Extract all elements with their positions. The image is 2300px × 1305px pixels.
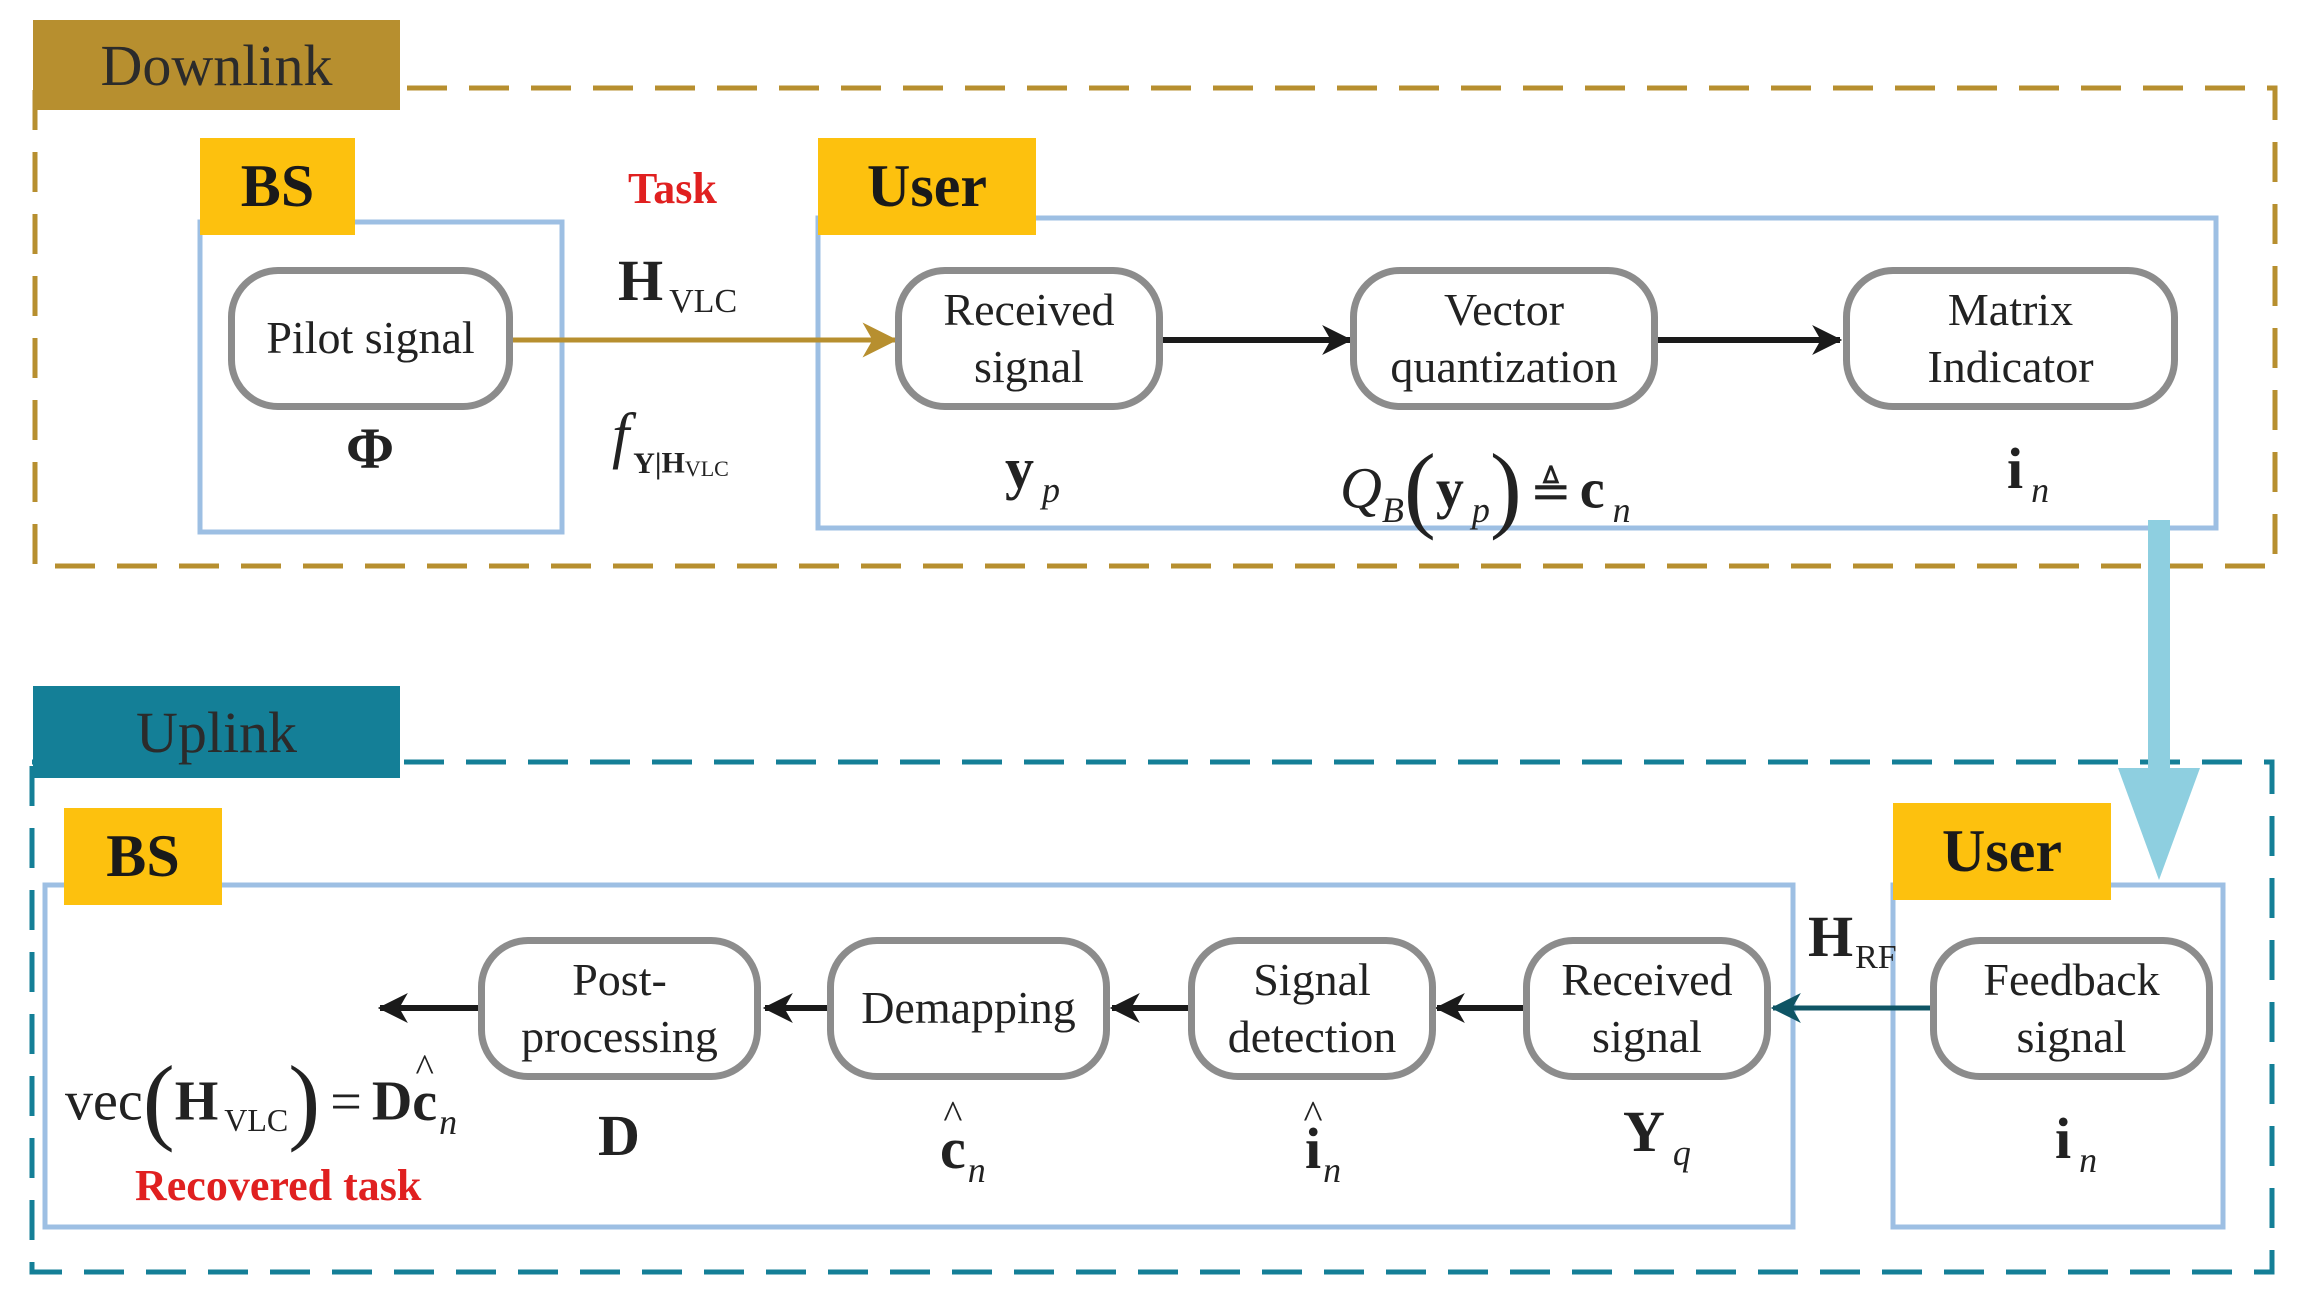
post-processing-symbol: D [598,1107,640,1165]
uplink-channel-H: H [1808,904,1854,969]
recovered-task-label: Recovered task [135,1160,421,1211]
downlink-user-box [815,215,2219,531]
downlink-label-text: Downlink [100,32,333,98]
matrix-indicator-line2: Indicator [1927,340,2094,392]
out-vec: vec [65,1070,143,1133]
uplink-received-line2: signal [1592,1010,1702,1062]
demapping-node: Demapping [827,937,1110,1080]
pilot-symbol-text: Φ [345,416,395,481]
pilot-signal-node: Pilot signal [228,267,513,410]
downlink-user-tag: User [818,138,1036,235]
pilot-symbol: Φ [300,420,440,478]
vq-line1: Vector [1443,284,1565,336]
vq-line2: quantization [1390,340,1618,392]
demap-symbol-sub: n [967,1150,986,1191]
uplink-label-text: Uplink [135,699,298,765]
demapping-label: Demapping [861,982,1076,1034]
fb-symbol-sub: n [2079,1140,2098,1181]
uplink-user-tag-text: User [1942,818,2062,884]
vq-y: y [1435,458,1464,521]
feedback-line2: signal [2016,1010,2127,1062]
uplink-bs-tag: BS [64,808,222,905]
likelihood-sub-H: H [661,446,685,480]
pilot-signal-label: Pilot signal [266,312,475,364]
likelihood-f: f [612,402,630,470]
out-H-sub: VLC [224,1101,289,1138]
uplink-label: Uplink [33,686,400,778]
out-c-sub: n [439,1101,458,1142]
downlink-channel-sub: VLC [669,282,738,320]
mi-symbol-i: i [2007,436,2024,501]
post-processing-node: Post- processing [478,937,761,1080]
vq-Q: Q [1340,455,1382,521]
demapping-symbol: cn [940,1120,986,1191]
received-symbol-y: y [1005,436,1034,501]
out-c: c [412,1074,437,1130]
transfer-arrow-head [2118,768,2200,880]
vq-defeq: ≜ [1529,462,1572,519]
transfer-arrow-shaft [2148,520,2170,770]
feedback-signal-node: Feedback signal [1930,937,2213,1080]
uplink-bs-box [42,882,1796,1230]
downlink-channel-H: H [618,248,664,313]
post-symbol-D: D [598,1103,640,1168]
matrix-indicator-line1: Matrix [1947,284,2074,336]
uplink-received-signal-node: Received signal [1523,937,1771,1080]
signal-detection-line2: detection [1227,1010,1397,1062]
received-signal-line2: signal [974,340,1084,392]
downlink-bs-tag-text: BS [240,153,315,219]
likelihood-sub-Y: Y| [633,446,662,480]
received-signal-line1: Received [943,284,1115,336]
post-processing-line2: processing [521,1010,718,1062]
received-signal-node: Received signal [895,267,1163,410]
downlink-frame [32,85,2278,569]
recovered-expression: vec(HVLC)=Dcn [65,1052,457,1148]
task-label-text: Task [628,164,717,213]
signal-detection-line1: Signal [1253,954,1371,1006]
post-processing-line1: Post- [572,954,667,1006]
out-D: D [371,1070,413,1133]
downlink-bs-box [197,219,565,535]
vq-y-sub: p [1471,489,1490,530]
vq-c-sub: n [1612,489,1631,530]
feedback-line1: Feedback [1983,954,2160,1006]
uplink-frame [29,759,2275,1275]
uplink-bs-tag-text: BS [106,823,180,889]
vector-quantization-node: Vector quantization [1350,267,1658,410]
uplink-received-Y: Y [1623,1099,1665,1164]
uplink-channel: HRF [1808,908,1897,975]
det-symbol-i: i [1305,1120,1321,1178]
demap-symbol-c: c [940,1120,966,1178]
uplink-received-line1: Received [1561,954,1733,1006]
signal-detection-symbol: in [1305,1120,1342,1191]
downlink-label: Downlink [33,20,400,110]
out-eq: = [330,1070,362,1133]
signal-detection-node: Signal detection [1188,937,1436,1080]
received-symbol-sub: p [1042,470,1060,511]
fb-symbol-i: i [2055,1106,2072,1171]
vq-Q-sub: B [1381,489,1404,530]
uplink-user-tag: User [1893,803,2111,900]
out-H: H [174,1070,219,1133]
uplink-channel-sub: RF [1855,938,1897,976]
downlink-bs-tag: BS [200,138,355,235]
mi-symbol-sub: n [2031,470,2050,511]
vq-c: c [1579,458,1605,521]
uplink-received-sub: q [1672,1133,1691,1174]
recovered-task-text: Recovered task [135,1161,422,1210]
task-label: Task [628,163,717,214]
downlink-user-tag-text: User [867,153,987,219]
matrix-indicator-node: Matrix Indicator [1843,267,2178,410]
likelihood-sub-vlc: VLC [684,455,729,481]
det-symbol-sub: n [1323,1150,1342,1191]
